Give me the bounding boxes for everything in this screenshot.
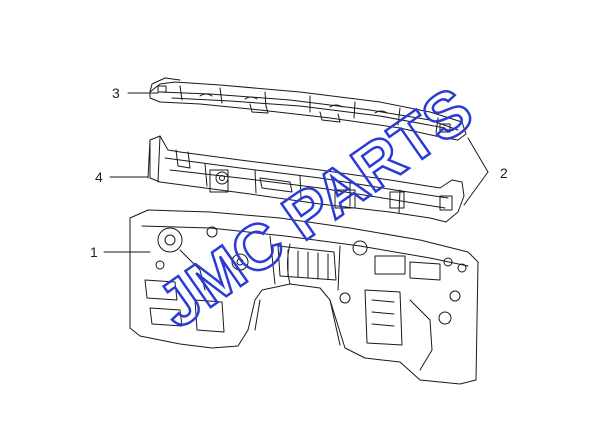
leader-line-2a	[467, 137, 489, 173]
watermark-text: JMC PARTS	[145, 73, 485, 341]
leader-lines	[103, 92, 489, 253]
callout-2: 2	[500, 165, 508, 181]
part-4-cowl-reinforcement	[147, 135, 465, 223]
leader-line-2b	[463, 171, 489, 206]
callout-3: 3	[112, 85, 120, 101]
part-1-dash-panel	[129, 209, 479, 385]
callout-4: 4	[95, 169, 103, 185]
callout-1: 1	[90, 244, 98, 260]
part-3-cowl-top-member	[149, 77, 467, 141]
